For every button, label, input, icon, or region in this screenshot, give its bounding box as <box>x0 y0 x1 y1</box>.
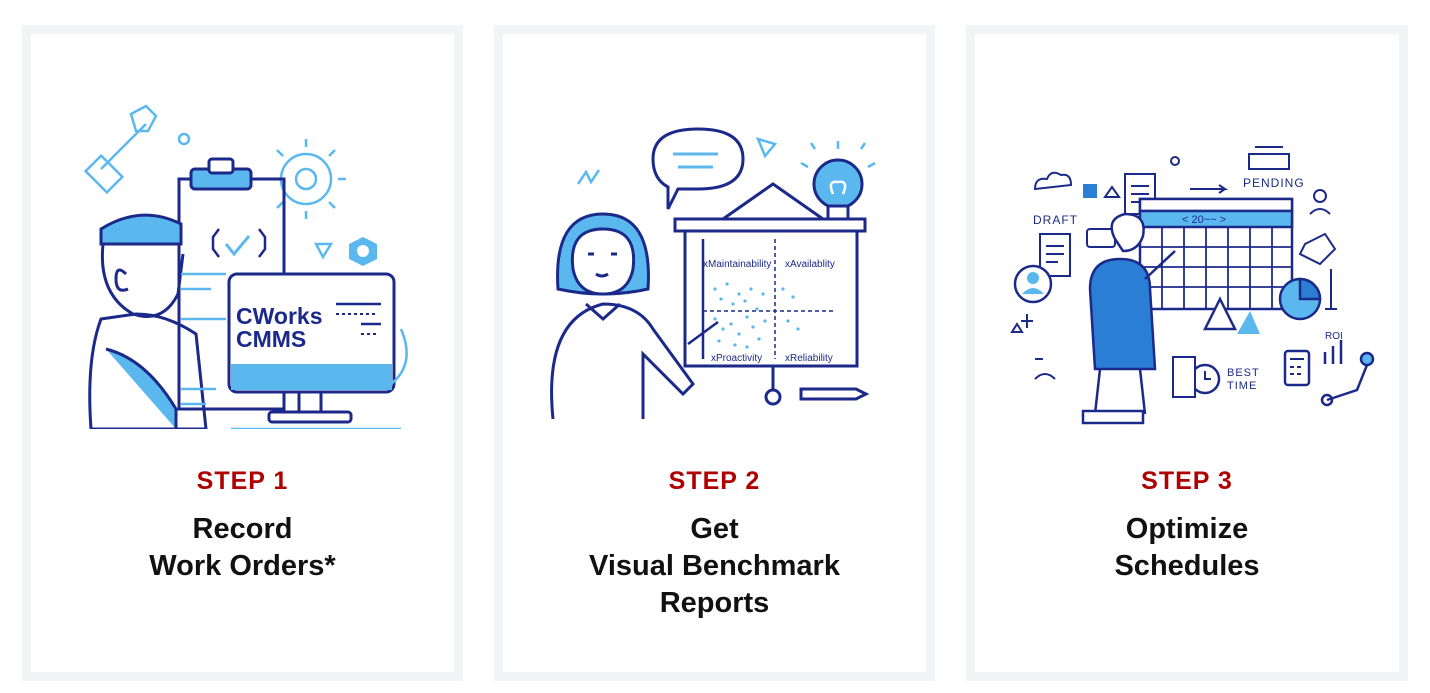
pie-chart-icon <box>1278 277 1322 321</box>
bar-chart-icon <box>1323 340 1343 364</box>
step-card-2-inner: xMaintainability xAvailablity xProactivi… <box>503 34 926 672</box>
step-3-title-line-1: Optimize <box>1125 513 1249 545</box>
pyramid-icon <box>1202 296 1260 334</box>
user-avatar-icon <box>1013 264 1053 304</box>
step-card-3-inner: DRAFT PENDING < 20~~ > <box>975 34 1399 672</box>
presenter-figure <box>550 212 719 420</box>
quadrant-bottom-right: xReliability <box>785 353 833 364</box>
step-card-3: DRAFT PENDING < 20~~ > <box>966 25 1408 681</box>
step-1-title-line-1: Record <box>192 513 293 545</box>
step-card-2: xMaintainability xAvailablity xProactivi… <box>494 25 935 681</box>
triangle-icon <box>313 242 334 260</box>
step-2-title-line-3: Reports <box>659 587 770 619</box>
tag-time: TIME <box>1227 380 1257 392</box>
quadrant-top-right: xAvailablity <box>785 259 835 270</box>
tag-pending: PENDING <box>1243 176 1305 190</box>
step-3-label: STEP 3 <box>1141 467 1233 495</box>
tag-roi: ROI <box>1325 331 1343 342</box>
clipboard-lines <box>181 272 226 406</box>
speech-bubble-icon <box>651 127 745 210</box>
step-2-title-line-1: Get <box>690 513 739 545</box>
step-1-title-line-2: Work Orders* <box>149 550 336 582</box>
calendar-icon: < 20~~ > <box>1138 197 1294 311</box>
step-2-title: Get Visual Benchmark Reports <box>503 511 926 622</box>
calculator-icon <box>1283 349 1311 387</box>
nut-icon <box>349 237 377 266</box>
work-order-illustration: CWorks CMMS <box>83 104 408 429</box>
worker-figure <box>88 213 208 429</box>
calendar-month: < 20~~ > <box>1182 214 1226 226</box>
step-3-title: Optimize Schedules <box>975 511 1399 585</box>
step-3-title-line-2: Schedules <box>1114 550 1260 582</box>
quadrant-bottom-left: xProactivity <box>711 353 762 364</box>
monitor-icon: CWorks CMMS <box>227 272 396 424</box>
presentation-board <box>673 182 870 406</box>
clock-icon <box>1172 356 1221 398</box>
misc-doodles <box>1010 314 1056 380</box>
triangle-icon <box>755 137 778 159</box>
step-1-label: STEP 1 <box>196 467 289 495</box>
spark-icon <box>576 169 601 185</box>
schedule-illustration: DRAFT PENDING < 20~~ > <box>1010 146 1375 425</box>
screen-line-2: CMMS <box>236 326 306 352</box>
tag-draft: DRAFT <box>1033 213 1078 227</box>
decor-lines <box>231 328 408 429</box>
planner-figure <box>1081 212 1176 425</box>
small-circle-icon <box>177 132 191 146</box>
step-card-1-inner: CWorks CMMS STEP 1 Record Work Orders* <box>31 34 454 672</box>
tag-best: BEST <box>1227 367 1260 379</box>
robot-arm-icon <box>1320 351 1375 407</box>
wrench-icon <box>83 104 158 195</box>
step-2-label: STEP 2 <box>668 467 761 495</box>
scatter-dots <box>713 282 800 349</box>
screen-line-1: CWorks <box>236 303 323 329</box>
lightbulb-icon <box>800 141 876 222</box>
quadrant-chart: xMaintainability xAvailablity xProactivi… <box>701 239 835 364</box>
step-2-title-line-2: Visual Benchmark <box>589 550 840 582</box>
benchmark-report-illustration: xMaintainability xAvailablity xProactivi… <box>550 127 876 420</box>
step-1-title: Record Work Orders* <box>31 511 454 585</box>
step-card-1: CWorks CMMS STEP 1 Record Work Orders* <box>22 25 463 681</box>
quadrant-top-left: xMaintainability <box>703 259 771 270</box>
